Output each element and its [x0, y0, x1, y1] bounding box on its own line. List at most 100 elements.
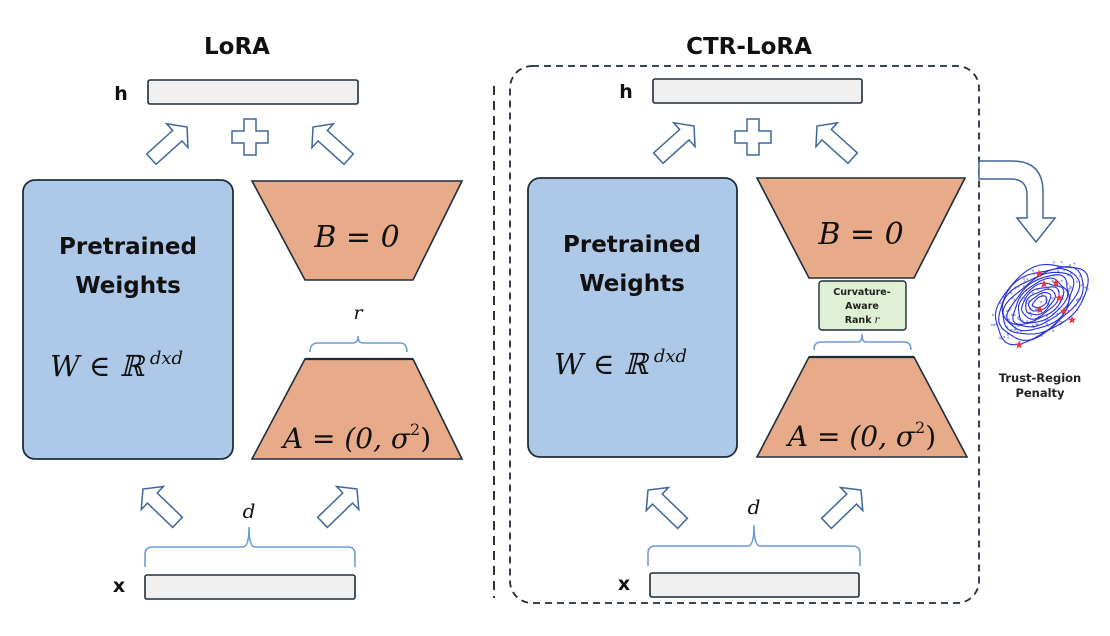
matrix-a-label: A = (0, σ2) [280, 420, 431, 455]
sample-point [1068, 285, 1071, 288]
sample-point [1022, 277, 1025, 280]
matrix-b-label: B = 0 [817, 217, 903, 252]
star-marker-icon [1052, 278, 1060, 287]
arrow-up-left-icon [636, 477, 695, 536]
star-marker-icon [1060, 306, 1068, 315]
trust-region-caption-line1: Trust-Region [999, 371, 1081, 385]
matrix-a-block: A = (0, σ2) [250, 357, 464, 460]
sample-point [1010, 328, 1013, 331]
star-marker-icon [1015, 340, 1023, 349]
ctr-lora-title: CTR-LoRA [686, 34, 812, 60]
sample-point [993, 323, 996, 326]
input-vector-x [649, 572, 860, 598]
sample-point [1030, 314, 1033, 317]
contour-line [1031, 295, 1047, 309]
matrix-b-block: B = 0 [250, 180, 464, 281]
trust-region-caption-line2: Penalty [1015, 386, 1065, 400]
curved-arrow-down-icon [978, 160, 1057, 244]
matrix-a-block: A = (0, σ2) [755, 355, 969, 458]
ctr-lora-boundary [509, 65, 980, 604]
sample-point [1057, 270, 1060, 273]
contour-line [1012, 277, 1069, 325]
sample-point [1060, 261, 1063, 264]
svg-text:Aware: Aware [845, 301, 879, 312]
output-vector-h [147, 79, 359, 105]
sample-point [1073, 262, 1076, 265]
matrix-b-block: B = 0 [755, 177, 967, 279]
contour-line [1006, 274, 1070, 328]
sample-point [991, 313, 995, 316]
plus-icon [231, 118, 269, 156]
arrow-up-left-icon [301, 114, 361, 172]
arrow-up-right-icon [139, 114, 199, 172]
sample-point [1031, 269, 1034, 272]
lora-title: LoRA [204, 34, 270, 60]
sample-point [998, 337, 1002, 340]
sample-point [1045, 323, 1048, 326]
sample-point [1034, 308, 1037, 311]
sample-point [990, 323, 994, 326]
input-label-x: x [113, 575, 125, 597]
pretrained-title-line2: Weights [75, 273, 181, 299]
contour-line [994, 263, 1089, 346]
dim-brace [144, 526, 356, 567]
input-vector-x [144, 574, 356, 600]
sample-point [1052, 261, 1055, 264]
sample-point [1010, 292, 1013, 295]
star-marker-icon [1055, 293, 1063, 302]
sample-point [1051, 297, 1054, 300]
dim-label-d: d [243, 499, 256, 523]
sample-point [1075, 280, 1078, 283]
sample-point [1040, 301, 1043, 304]
arrow-up-left-icon [131, 476, 190, 535]
rank-brace [309, 335, 408, 353]
sample-point [1067, 289, 1071, 292]
contour-line [1028, 292, 1052, 312]
sample-point [1007, 336, 1010, 339]
pretrained-title-line1: Pretrained [563, 232, 701, 258]
sample-point [1026, 278, 1029, 281]
svg-text:Curvature-: Curvature- [833, 287, 890, 298]
plus-icon [734, 118, 772, 156]
sample-point [1052, 329, 1055, 332]
dim-brace [647, 524, 861, 566]
sample-point [1008, 318, 1011, 321]
arrow-up-right-icon [310, 476, 369, 535]
output-label-h: h [619, 81, 633, 103]
sample-point [1026, 320, 1029, 323]
matrix-b-label: B = 0 [313, 220, 399, 255]
input-label-x: x [618, 573, 630, 595]
dim-label-d: d [748, 495, 761, 519]
sample-point [1017, 317, 1020, 321]
sample-point [1017, 316, 1020, 319]
arrow-up-right-icon [646, 113, 706, 171]
sample-point [1060, 279, 1063, 282]
sample-point [1075, 299, 1079, 302]
contour-line [1002, 271, 1075, 332]
star-marker-icon [1040, 279, 1048, 288]
arrow-up-left-icon [805, 113, 865, 171]
sample-point [1035, 323, 1038, 326]
star-marker-icon [1068, 315, 1076, 324]
sample-point [1068, 263, 1071, 267]
sample-point [1058, 320, 1061, 323]
pretrained-title-line2: Weights [579, 271, 685, 297]
contour-plot-icon [990, 261, 1089, 349]
output-vector-h [652, 78, 863, 104]
star-marker-icon [1036, 305, 1044, 314]
sample-point [1045, 315, 1049, 318]
contour-line [1025, 288, 1056, 316]
pretrained-title-line1: Pretrained [59, 234, 197, 260]
sample-point [1003, 335, 1006, 339]
rank-label-r: r [353, 302, 364, 324]
sample-point [1006, 333, 1009, 336]
contour-line [998, 266, 1084, 341]
